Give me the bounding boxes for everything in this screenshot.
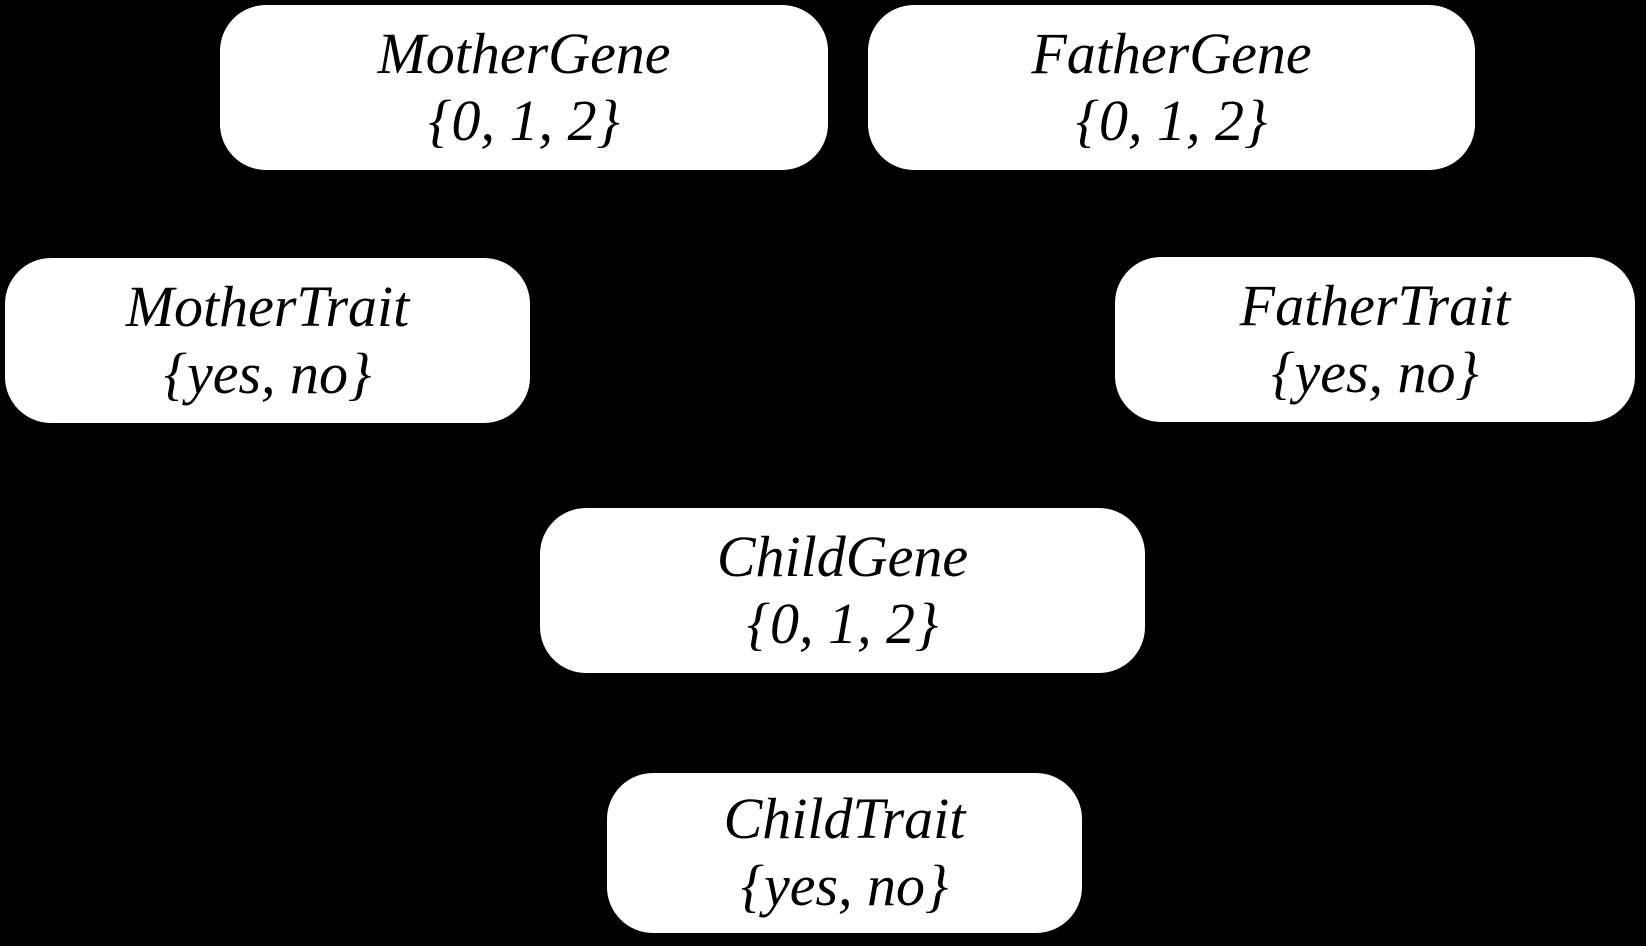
node-father-trait: FatherTrait {yes, no} <box>1115 257 1635 422</box>
node-mother-gene: MotherGene {0, 1, 2} <box>220 5 828 170</box>
node-values: {0, 1, 2} <box>428 87 620 153</box>
node-label: MotherGene <box>377 20 671 86</box>
node-values: {yes, no} <box>163 340 372 406</box>
node-father-gene: FatherGene {0, 1, 2} <box>868 5 1475 170</box>
node-label: ChildGene <box>716 523 969 589</box>
node-values: {0, 1, 2} <box>1075 87 1268 153</box>
node-label: ChildTrait <box>723 786 966 852</box>
node-child-trait: ChildTrait {yes, no} <box>607 773 1082 933</box>
node-label: MotherTrait <box>125 273 410 339</box>
node-values: {yes, no} <box>1271 339 1479 405</box>
node-label: FatherTrait <box>1239 272 1511 338</box>
node-values: {yes, no} <box>740 853 949 918</box>
node-label: FatherGene <box>1031 20 1312 86</box>
node-child-gene: ChildGene {0, 1, 2} <box>540 508 1145 673</box>
node-values: {0, 1, 2} <box>746 590 939 656</box>
node-mother-trait: MotherTrait {yes, no} <box>5 258 530 423</box>
